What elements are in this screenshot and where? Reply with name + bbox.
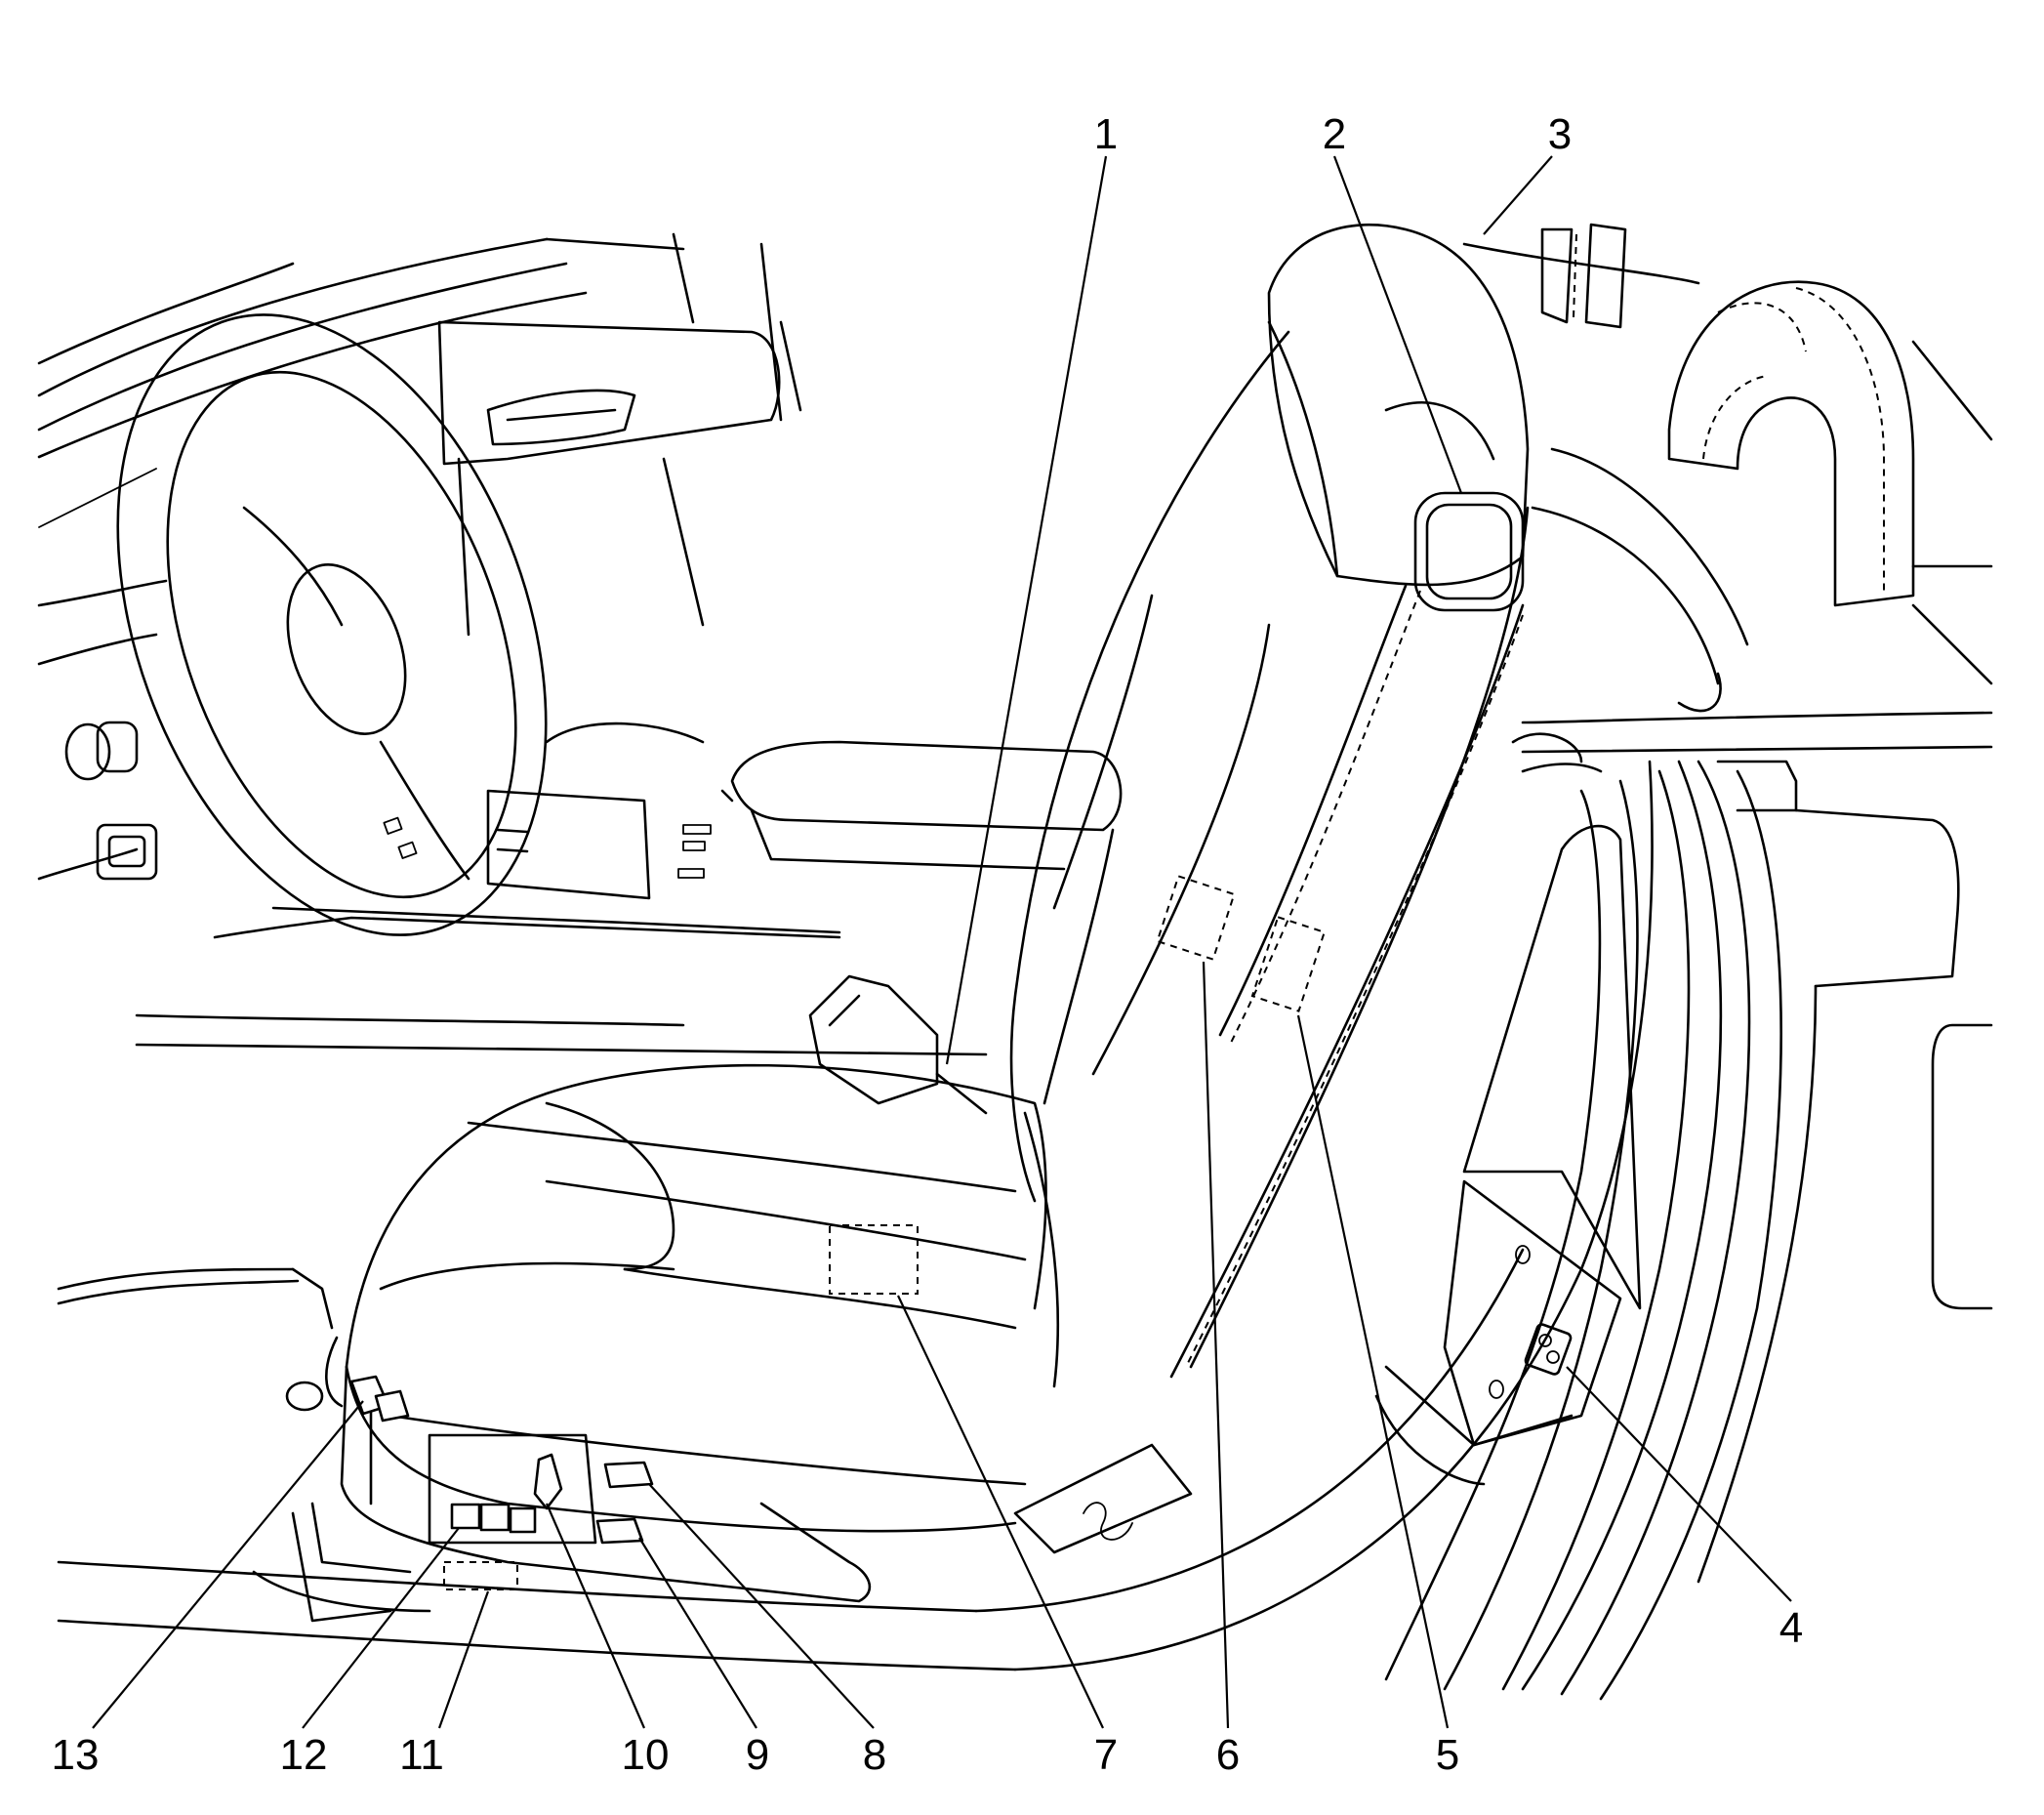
door-pillar — [1374, 732, 1993, 1701]
leader-line-3 — [1483, 155, 1553, 235]
switch-icon — [533, 1453, 563, 1510]
dashboard-lines — [37, 232, 988, 1056]
switch-icon — [595, 1517, 644, 1545]
seat-icon — [57, 223, 1654, 1671]
center-console — [213, 722, 1123, 1115]
callout-5: 5 — [1436, 1731, 1459, 1779]
switch-icon — [603, 1461, 654, 1489]
rear-seats — [1462, 223, 1993, 754]
leader-line-4 — [1566, 1366, 1792, 1602]
callout-3: 3 — [1548, 110, 1572, 158]
callout-2: 2 — [1323, 110, 1346, 158]
callout-8: 8 — [863, 1731, 886, 1779]
switch-icon — [479, 1503, 511, 1532]
leader-lines — [92, 155, 1792, 1729]
switch-icon — [374, 1389, 410, 1423]
leader-line-9 — [638, 1537, 757, 1729]
leader-line-7 — [897, 1295, 1104, 1729]
callout-13: 13 — [52, 1731, 100, 1779]
leader-line-2 — [1332, 155, 1463, 494]
callout-labels: 1 2 3 4 5 6 7 8 9 10 11 12 13 — [52, 110, 1804, 1779]
callout-6: 6 — [1216, 1731, 1240, 1779]
leader-line-1 — [945, 155, 1108, 1065]
leader-line-6 — [1202, 961, 1230, 1729]
callout-1: 1 — [1094, 110, 1118, 158]
steering-wheel-icon — [116, 313, 548, 936]
callout-9: 9 — [746, 1731, 769, 1779]
callout-7: 7 — [1094, 1731, 1118, 1779]
switch-icon — [509, 1506, 537, 1534]
leader-line-11 — [437, 1590, 490, 1729]
switch-icon — [450, 1503, 481, 1530]
callout-12: 12 — [280, 1731, 328, 1779]
leader-line-12 — [302, 1527, 460, 1729]
leader-line-13 — [92, 1400, 364, 1729]
callout-11: 11 — [399, 1731, 444, 1779]
callout-10: 10 — [622, 1731, 670, 1779]
leader-line-5 — [1296, 1014, 1450, 1729]
leader-line-8 — [648, 1483, 875, 1729]
leader-line-10 — [545, 1503, 646, 1729]
callout-4: 4 — [1779, 1604, 1803, 1652]
